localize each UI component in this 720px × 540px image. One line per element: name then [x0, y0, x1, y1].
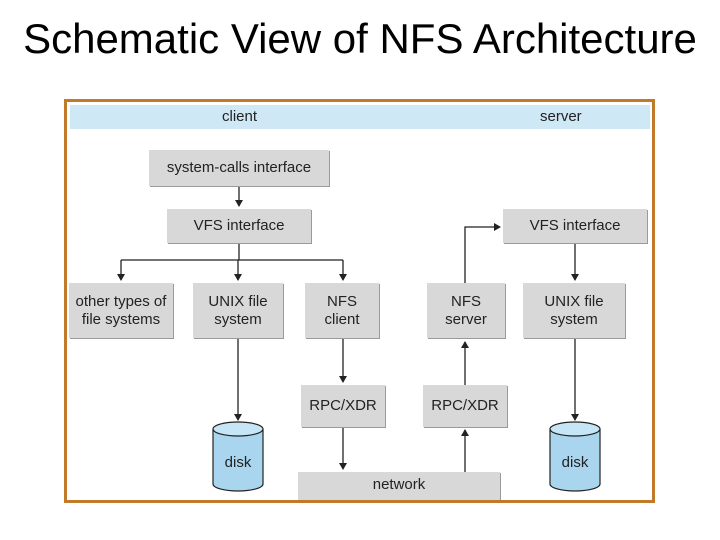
server-unix-fs-box: UNIX file system — [523, 283, 625, 338]
client-disk-icon: disk — [212, 421, 264, 492]
server-disk-label: disk — [562, 454, 589, 471]
nfs-client-box: NFS client — [305, 283, 379, 338]
server-label: server — [540, 108, 582, 125]
other-file-systems-box: other types of file systems — [69, 283, 173, 338]
client-unix-fs-box: UNIX file system — [193, 283, 283, 338]
nfs-server-box: NFS server — [427, 283, 505, 338]
server-rpc-xdr-box: RPC/XDR — [423, 385, 507, 427]
system-calls-interface-box: system-calls interface — [149, 150, 329, 186]
arrow-nfs-server-to-vfs — [464, 223, 501, 283]
server-vfs-interface-box: VFS interface — [503, 209, 647, 243]
client-rpc-xdr-box: RPC/XDR — [301, 385, 385, 427]
client-label: client — [222, 108, 258, 125]
nfs-diagram: client server system-calls interface VFS… — [64, 99, 655, 503]
client-vfs-interface-box: VFS interface — [167, 209, 311, 243]
client-disk-label: disk — [225, 454, 252, 471]
server-disk-icon: disk — [549, 421, 601, 492]
network-box: network — [298, 472, 500, 500]
header-bar: client server — [70, 105, 650, 129]
slide-title: Schematic View of NFS Architecture — [23, 15, 697, 62]
diagram-connectors: disk disk — [117, 187, 601, 492]
